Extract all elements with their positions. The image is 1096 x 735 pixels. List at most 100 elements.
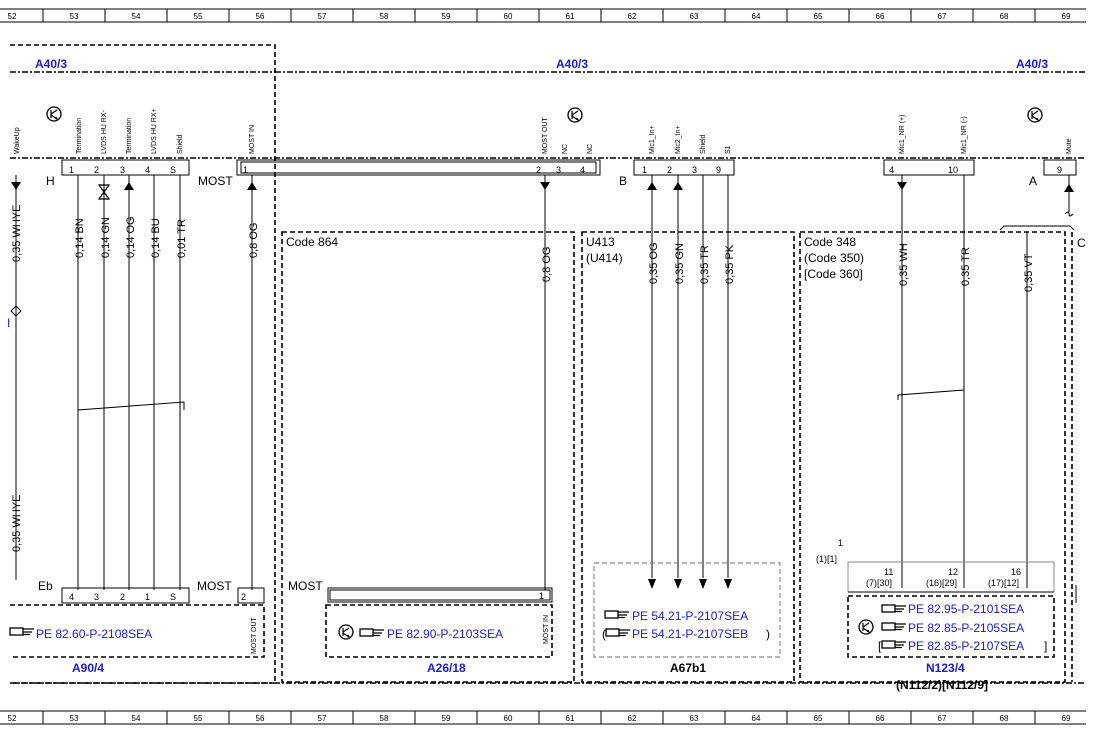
- svg-text:0,8 OG: 0,8 OG: [248, 223, 260, 258]
- pin-function-labels: WakeUp Termination LVDS HU RX- Terminati…: [14, 108, 1073, 154]
- ref-link-a90[interactable]: PE 82.60-P-2108SEA: [36, 627, 152, 641]
- svg-text:0,14 GN: 0,14 GN: [100, 217, 112, 258]
- pin-number: (17)[12]: [988, 578, 1019, 588]
- ruler-label: 52: [8, 714, 17, 723]
- pin-number: S: [170, 592, 176, 602]
- ruler-label: 60: [504, 12, 513, 21]
- pin-number: 2: [94, 165, 99, 175]
- ground-sensor-icon: [858, 619, 874, 635]
- pin-number: 4: [580, 165, 585, 175]
- pin-label-1: 1: [838, 538, 843, 548]
- hand-pointer-icon: [881, 622, 907, 631]
- ruler-label: 67: [938, 714, 947, 723]
- a26-18-box: [325, 604, 553, 658]
- ref-link-n123-1[interactable]: PE 82.95-P-2101SEA: [908, 602, 1024, 616]
- ruler-label: 60: [504, 714, 513, 723]
- pin-number: (7)[30]: [866, 578, 892, 588]
- u413-box: [581, 231, 795, 683]
- svg-text:S1: S1: [725, 145, 732, 154]
- pin-number: 3: [120, 165, 125, 175]
- ruler-label: 53: [70, 714, 79, 723]
- ruler-label: 57: [318, 12, 327, 21]
- ground-sensor-icon: [1027, 107, 1043, 123]
- pin-number: 2: [120, 592, 125, 602]
- connector-eb-label: Eb: [38, 579, 53, 593]
- a67b1-box: [593, 562, 781, 658]
- pin-function-label: MOST OUT: [251, 616, 258, 654]
- ruler-label: 59: [442, 12, 451, 21]
- svg-text:0,35 TR: 0,35 TR: [960, 247, 972, 286]
- svg-text:Mic1_NR (-): Mic1_NR (-): [961, 116, 968, 154]
- ground-sensor-icon: [46, 106, 62, 122]
- code-348-label: Code 348: [804, 235, 856, 249]
- pin-number: 16: [1011, 567, 1021, 577]
- u414-label: (U414): [586, 251, 623, 265]
- code-360-label: [Code 360]: [804, 267, 863, 281]
- ruler-label: 52: [8, 12, 17, 21]
- pin-number: 12: [948, 567, 958, 577]
- pin-number: 4: [69, 592, 74, 602]
- u413-label: U413: [586, 235, 615, 249]
- hand-pointer-icon: [881, 604, 907, 613]
- ref-link-a67-2[interactable]: PE 54.21-P-2107SEB: [632, 627, 748, 641]
- ruler-label: 63: [690, 714, 699, 723]
- pin-number: 2: [536, 165, 541, 175]
- pin-number: (16)[29]: [926, 578, 957, 588]
- ruler-label: 66: [876, 714, 885, 723]
- code-348-box: [799, 231, 1066, 683]
- pin-number: 1: [69, 165, 74, 175]
- svg-text:Mute: Mute: [1066, 138, 1073, 154]
- connector-a-label: A: [1029, 174, 1037, 188]
- pin-number: 1: [145, 592, 150, 602]
- svg-text:0,35 WHYE: 0,35 WHYE: [11, 495, 23, 552]
- ref-link-n123-3[interactable]: PE 82.85-P-2107SEA: [908, 639, 1024, 653]
- svg-text:0,35 PK: 0,35 PK: [724, 244, 736, 284]
- svg-text:WakeUp: WakeUp: [14, 127, 21, 154]
- svg-text:Termination: Termination: [76, 118, 83, 154]
- ruler-label: 66: [876, 12, 885, 21]
- pin-number: 10: [948, 165, 958, 175]
- svg-text:0,35 WH: 0,35 WH: [898, 243, 910, 286]
- hand-pointer-icon: [359, 628, 385, 637]
- ruler-label: 54: [132, 714, 141, 723]
- ruler-label: 68: [1000, 714, 1009, 723]
- svg-text:MOST IN: MOST IN: [249, 125, 256, 154]
- ruler-label: 61: [566, 714, 575, 723]
- connector-h-label: H: [46, 174, 55, 188]
- svg-text:Mic1_In+: Mic1_In+: [649, 125, 656, 154]
- ref-link-a67-1[interactable]: PE 54.21-P-2107SEA: [632, 609, 748, 623]
- ruler-label: 64: [752, 714, 761, 723]
- ruler-label: 59: [442, 714, 451, 723]
- svg-text:0,8 OG: 0,8 OG: [541, 247, 553, 282]
- svg-text:0,35 WHYE: 0,35 WHYE: [11, 205, 23, 262]
- ruler-label: 56: [256, 714, 265, 723]
- n112-alt-label: (N112/2)[N112/9]: [896, 678, 988, 692]
- hand-pointer-icon: [881, 640, 907, 649]
- ref-link-a26[interactable]: PE 82.90-P-2103SEA: [387, 627, 503, 641]
- bracket: [: [878, 639, 882, 653]
- pin-number: 2: [241, 592, 246, 602]
- ruler-label: 55: [194, 714, 203, 723]
- svg-text:0,35 GN: 0,35 GN: [674, 243, 686, 284]
- ruler-label: 62: [628, 12, 637, 21]
- svg-text:0,35 TR: 0,35 TR: [699, 245, 711, 284]
- svg-text:Shield: Shield: [177, 134, 184, 154]
- svg-text:LVDS HU RX-: LVDS HU RX-: [101, 110, 108, 154]
- ruler-label: 53: [70, 12, 79, 21]
- ground-sensor-icon: [338, 624, 354, 640]
- pin-number: 1: [539, 591, 544, 601]
- a40-3-mid-label: A40/3: [556, 57, 588, 71]
- wire-labels: 0,35 WHYE 0,35 WHYE 0,14 BN 0,14 GN 0,14…: [11, 205, 1035, 552]
- svg-text:0,14 BN: 0,14 BN: [74, 218, 86, 258]
- ref-link-n123-2[interactable]: PE 82.85-P-2105SEA: [908, 621, 1024, 635]
- code-350-label: (Code 350): [804, 251, 864, 265]
- hand-pointer-icon: [9, 627, 35, 636]
- ruler-label: 62: [628, 714, 637, 723]
- a90-4-label: A90/4: [72, 661, 104, 675]
- ruler-label: 56: [256, 12, 265, 21]
- ruler-label: 65: [814, 714, 823, 723]
- pin-number: S: [170, 165, 176, 175]
- connector-most-a90-label: MOST: [197, 579, 232, 593]
- bracket: ]: [1044, 639, 1047, 653]
